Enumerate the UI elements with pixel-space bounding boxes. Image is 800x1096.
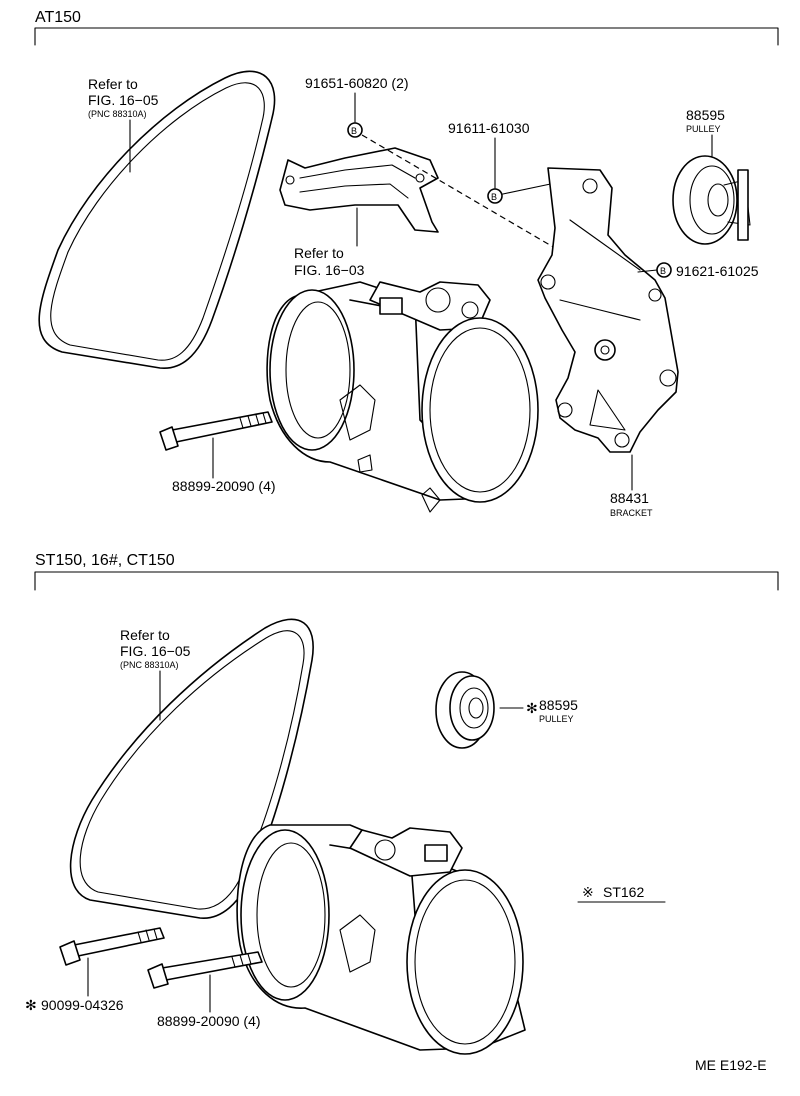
marker-b-91611 bbox=[487, 188, 503, 204]
belt-ref-bottom-line3: (PNC 88310A) bbox=[120, 660, 179, 670]
section-header-at150: AT150 bbox=[35, 9, 81, 26]
part-label-88431: 88431 bbox=[610, 490, 649, 506]
asterisk-90099: ✻ bbox=[25, 997, 37, 1013]
ac-compressor-top bbox=[266, 281, 539, 513]
leader-91621 bbox=[637, 269, 658, 273]
ac-compressor-bottom bbox=[236, 824, 526, 1055]
footer-code: ME E192-E bbox=[695, 1057, 767, 1073]
marker-b-91611-letter: B bbox=[491, 192, 497, 202]
alignment-dashed-line bbox=[361, 134, 556, 249]
bolt-88899-bottom bbox=[147, 951, 263, 989]
bracket-ref-line1: Refer to bbox=[294, 245, 344, 261]
marker-b-91621-letter: B bbox=[660, 266, 666, 276]
idler-pulley-bottom bbox=[435, 671, 495, 749]
part-label-88595-bottom-pulley: PULLEY bbox=[539, 714, 574, 724]
part-label-91611-61030: 91611-61030 bbox=[448, 120, 530, 136]
part-label-91651-60820: 91651-60820 (2) bbox=[305, 75, 409, 91]
v-belt bbox=[38, 70, 276, 369]
note-mark-st162: ※ bbox=[582, 884, 594, 900]
marker-b-91651-letter: B bbox=[351, 126, 357, 136]
belt-ref-line2: FIG. 16−05 bbox=[88, 92, 159, 108]
bolt-90099 bbox=[59, 927, 165, 966]
part-label-88899-bottom: 88899-20090 (4) bbox=[157, 1013, 261, 1029]
part-label-88899-top: 88899-20090 (4) bbox=[172, 478, 276, 494]
part-label-90099-04326: 90099-04326 bbox=[41, 997, 124, 1013]
marker-b-91651 bbox=[347, 122, 363, 138]
idler-pulley-top bbox=[672, 155, 751, 245]
section-bracket-bottom bbox=[34, 571, 779, 591]
part-label-91621-61025: 91621-61025 bbox=[676, 263, 759, 279]
bolt-88899-top bbox=[159, 411, 273, 451]
part-label-88595-bottom: 88595 bbox=[539, 697, 578, 713]
asterisk-88595-bottom: ✻ bbox=[526, 700, 538, 716]
bracket-ref-line2: FIG. 16−03 bbox=[294, 262, 365, 278]
part-label-88431-bracket: BRACKET bbox=[610, 508, 653, 518]
note-st162: ST162 bbox=[603, 884, 644, 900]
section-bracket-top bbox=[34, 27, 779, 46]
section-header-st150: ST150, 16#, CT150 bbox=[35, 552, 175, 569]
belt-ref-bottom-line2: FIG. 16−05 bbox=[120, 643, 191, 659]
belt-ref-line1: Refer to bbox=[88, 76, 138, 92]
part-label-88595-top-pulley: PULLEY bbox=[686, 124, 721, 134]
part-label-88595-top: 88595 bbox=[686, 107, 725, 123]
upper-bracket bbox=[279, 147, 439, 233]
belt-ref-bottom-line1: Refer to bbox=[120, 627, 170, 643]
belt-ref-line3: (PNC 88310A) bbox=[88, 109, 147, 119]
main-bracket-88431 bbox=[537, 167, 679, 453]
